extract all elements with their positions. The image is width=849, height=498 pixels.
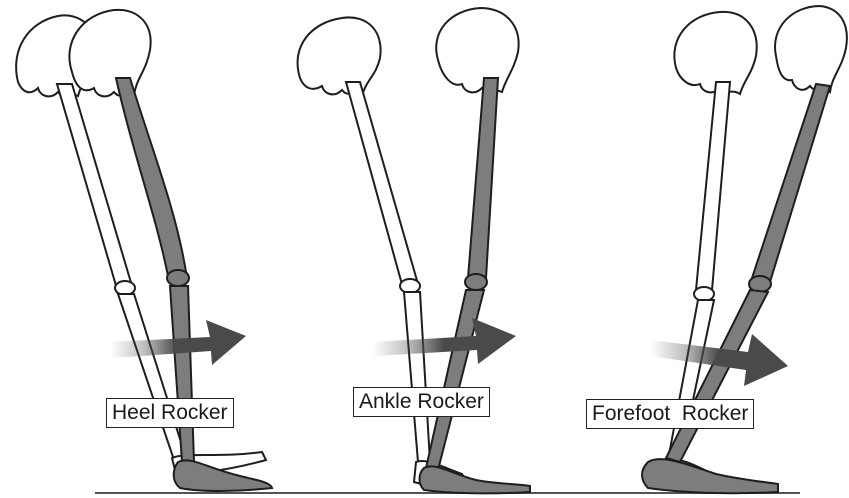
ankle-rocker-panel [298, 8, 530, 493]
tibia [404, 292, 430, 462]
progression-arrow [372, 318, 516, 364]
forefoot-rocker-label: Forefoot Rocker [586, 399, 754, 429]
leading-limb [420, 8, 531, 493]
pelvis-outline [775, 6, 847, 92]
femur [346, 82, 418, 288]
pelvis-outline [298, 17, 381, 96]
knee-joint [465, 274, 487, 290]
ankle-rocker-label: Ankle Rocker [353, 387, 490, 417]
tibia [426, 290, 484, 470]
knee-joint [694, 287, 714, 301]
foot [642, 459, 778, 493]
femur [752, 84, 830, 282]
femur [696, 82, 730, 290]
foot [420, 466, 531, 493]
knee-joint [115, 281, 135, 295]
knee-joint [167, 270, 189, 286]
knee-joint [400, 279, 420, 293]
femur [468, 78, 498, 278]
femur [57, 84, 132, 289]
heel-rocker-label: Heel Rocker [106, 398, 234, 428]
pelvis-outline [436, 8, 518, 92]
femur [116, 78, 186, 276]
